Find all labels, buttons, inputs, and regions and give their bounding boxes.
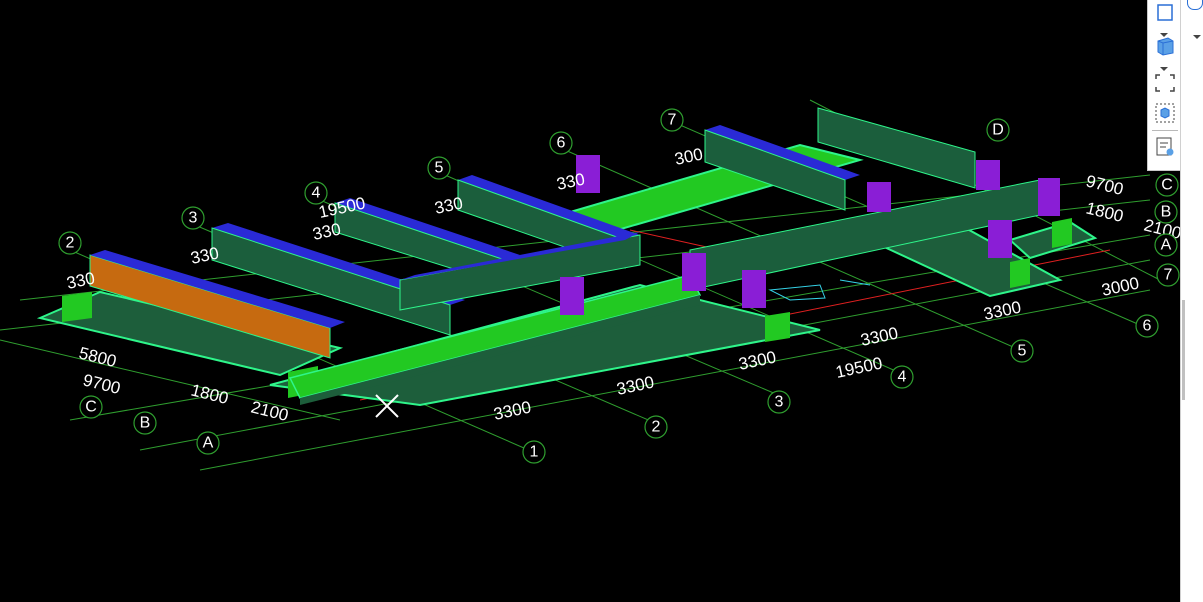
chevron-down-icon[interactable]	[1159, 26, 1169, 37]
axis-bubbles	[58, 108, 1180, 464]
columns	[560, 155, 1060, 315]
axis-front-3: 3	[775, 394, 784, 411]
side-panel-strip	[1180, 0, 1203, 602]
axis-back-2: 2	[66, 235, 75, 252]
left-dim-3: 1800	[189, 380, 230, 408]
view-toolbar	[1147, 0, 1181, 171]
axis-back-4: 4	[312, 185, 321, 202]
axis-right-b: B	[1161, 204, 1172, 221]
right-dim-2: 1800	[1084, 198, 1125, 226]
axis-front-6: 6	[1143, 318, 1152, 335]
back-span-6: 300	[673, 144, 705, 168]
toolbar-divider	[1152, 130, 1178, 131]
isolate-icon[interactable]	[1153, 102, 1177, 124]
left-dim-2: 9700	[81, 370, 122, 398]
front-span-2: 3300	[615, 372, 656, 398]
axis-back-6: 6	[557, 135, 566, 152]
cyan-outline	[768, 279, 871, 301]
axis-left-b: B	[140, 415, 151, 432]
back-span-1: 330	[65, 268, 97, 292]
axis-back-3: 3	[189, 210, 198, 227]
axis-labels: 1 2 3 4 5 6 2 3 4 5 6 7 C B A D C B A 7	[66, 112, 1173, 461]
cursor-cross-icon	[375, 394, 399, 418]
axis-right-7: 7	[1164, 267, 1173, 284]
transverse-beams	[89, 107, 1041, 359]
front-total: 19500	[834, 353, 884, 381]
left-dim-1: 5800	[77, 343, 118, 371]
view-box-icon[interactable]	[1153, 2, 1177, 24]
left-dim-4: 2100	[249, 397, 290, 425]
axis-right-c: C	[1161, 177, 1173, 194]
axis-front-5: 5	[1018, 343, 1027, 360]
properties-icon[interactable]	[1153, 136, 1177, 158]
axis-front-2: 2	[652, 419, 661, 436]
front-span-4: 3300	[859, 323, 900, 349]
front-span-3: 3300	[737, 347, 778, 373]
back-span-3: 330	[311, 219, 343, 243]
view-3d-icon[interactable]	[1153, 35, 1177, 57]
zoom-extents-icon[interactable]	[1153, 72, 1177, 94]
front-beam	[288, 274, 702, 405]
chevron-down-icon[interactable]	[1159, 60, 1169, 71]
axis-left-c: C	[85, 399, 97, 416]
right-dim-1: 9700	[1084, 171, 1125, 199]
front-span-1: 3300	[492, 397, 533, 423]
back-span-4: 330	[433, 193, 465, 217]
panel-toggle-icon[interactable]	[1187, 0, 1203, 10]
axis-front-4: 4	[898, 369, 907, 386]
axis-front-1: 1	[530, 444, 539, 461]
front-span-6: 3000	[1100, 273, 1141, 299]
back-span-2: 330	[189, 243, 221, 267]
axis-right-d: D	[992, 122, 1004, 139]
axis-right-a: A	[1161, 237, 1172, 254]
scrollbar-thumb[interactable]	[1182, 300, 1185, 400]
axis-back-5: 5	[435, 160, 444, 177]
axis-back-7: 7	[668, 112, 677, 129]
front-span-5: 3300	[982, 297, 1023, 323]
axis-left-a: A	[203, 435, 214, 452]
chevron-down-icon[interactable]	[1192, 28, 1202, 46]
